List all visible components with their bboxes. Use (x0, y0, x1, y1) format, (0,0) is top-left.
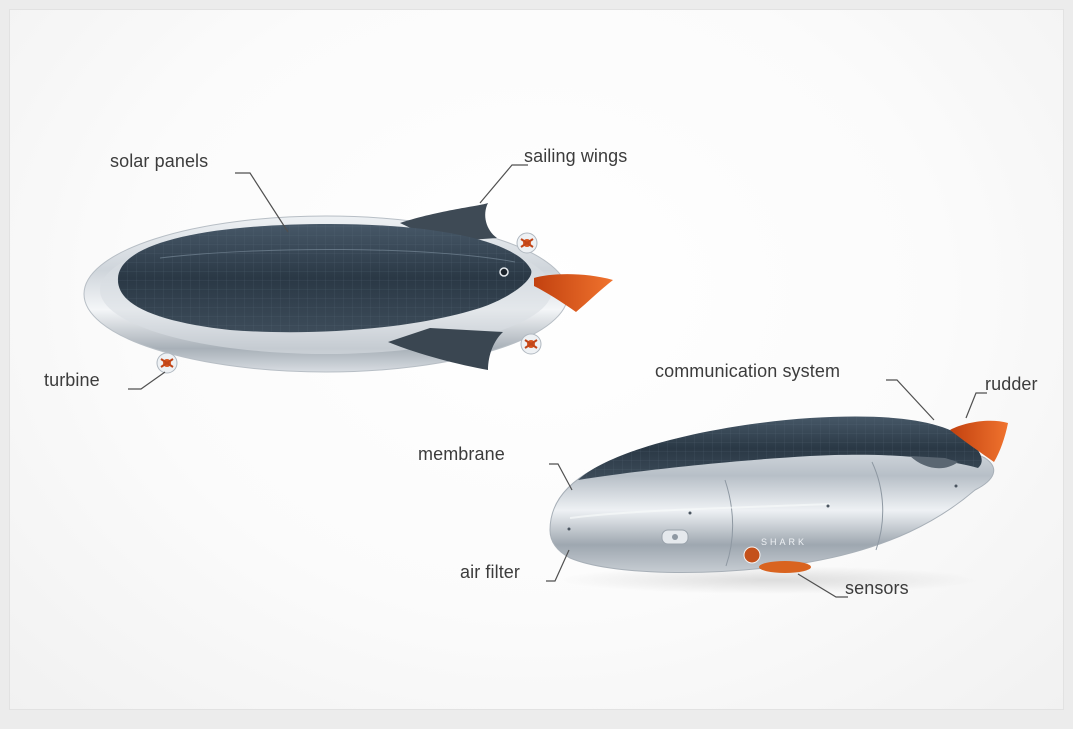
air-filter-pod (662, 530, 688, 544)
hull-name-text: SHARK (761, 537, 807, 547)
label-turbine: turbine (44, 370, 100, 391)
leader-rudder (966, 393, 987, 418)
label-solar-panels: solar panels (110, 151, 208, 172)
label-communication-system: communication system (655, 361, 840, 382)
leader-communication-system (886, 380, 934, 420)
leader-membrane (549, 464, 572, 490)
diagram-canvas: solar panels sailing wings turbine commu… (10, 10, 1063, 709)
airship-side-view (550, 416, 1008, 594)
label-sensors: sensors (845, 578, 909, 599)
label-membrane: membrane (418, 444, 505, 465)
label-sailing-wings: sailing wings (524, 146, 627, 167)
airship-top-view (84, 203, 613, 373)
leader-turbine (128, 372, 165, 389)
turbine-left (157, 353, 177, 373)
turbine-upper-right (517, 233, 537, 253)
airship-illustration (10, 10, 1073, 729)
turbine-lower-right (521, 334, 541, 354)
label-air-filter: air filter (460, 562, 520, 583)
label-rudder: rudder (985, 374, 1038, 395)
top-eye (500, 268, 508, 276)
leader-sailing-wings (480, 165, 528, 203)
